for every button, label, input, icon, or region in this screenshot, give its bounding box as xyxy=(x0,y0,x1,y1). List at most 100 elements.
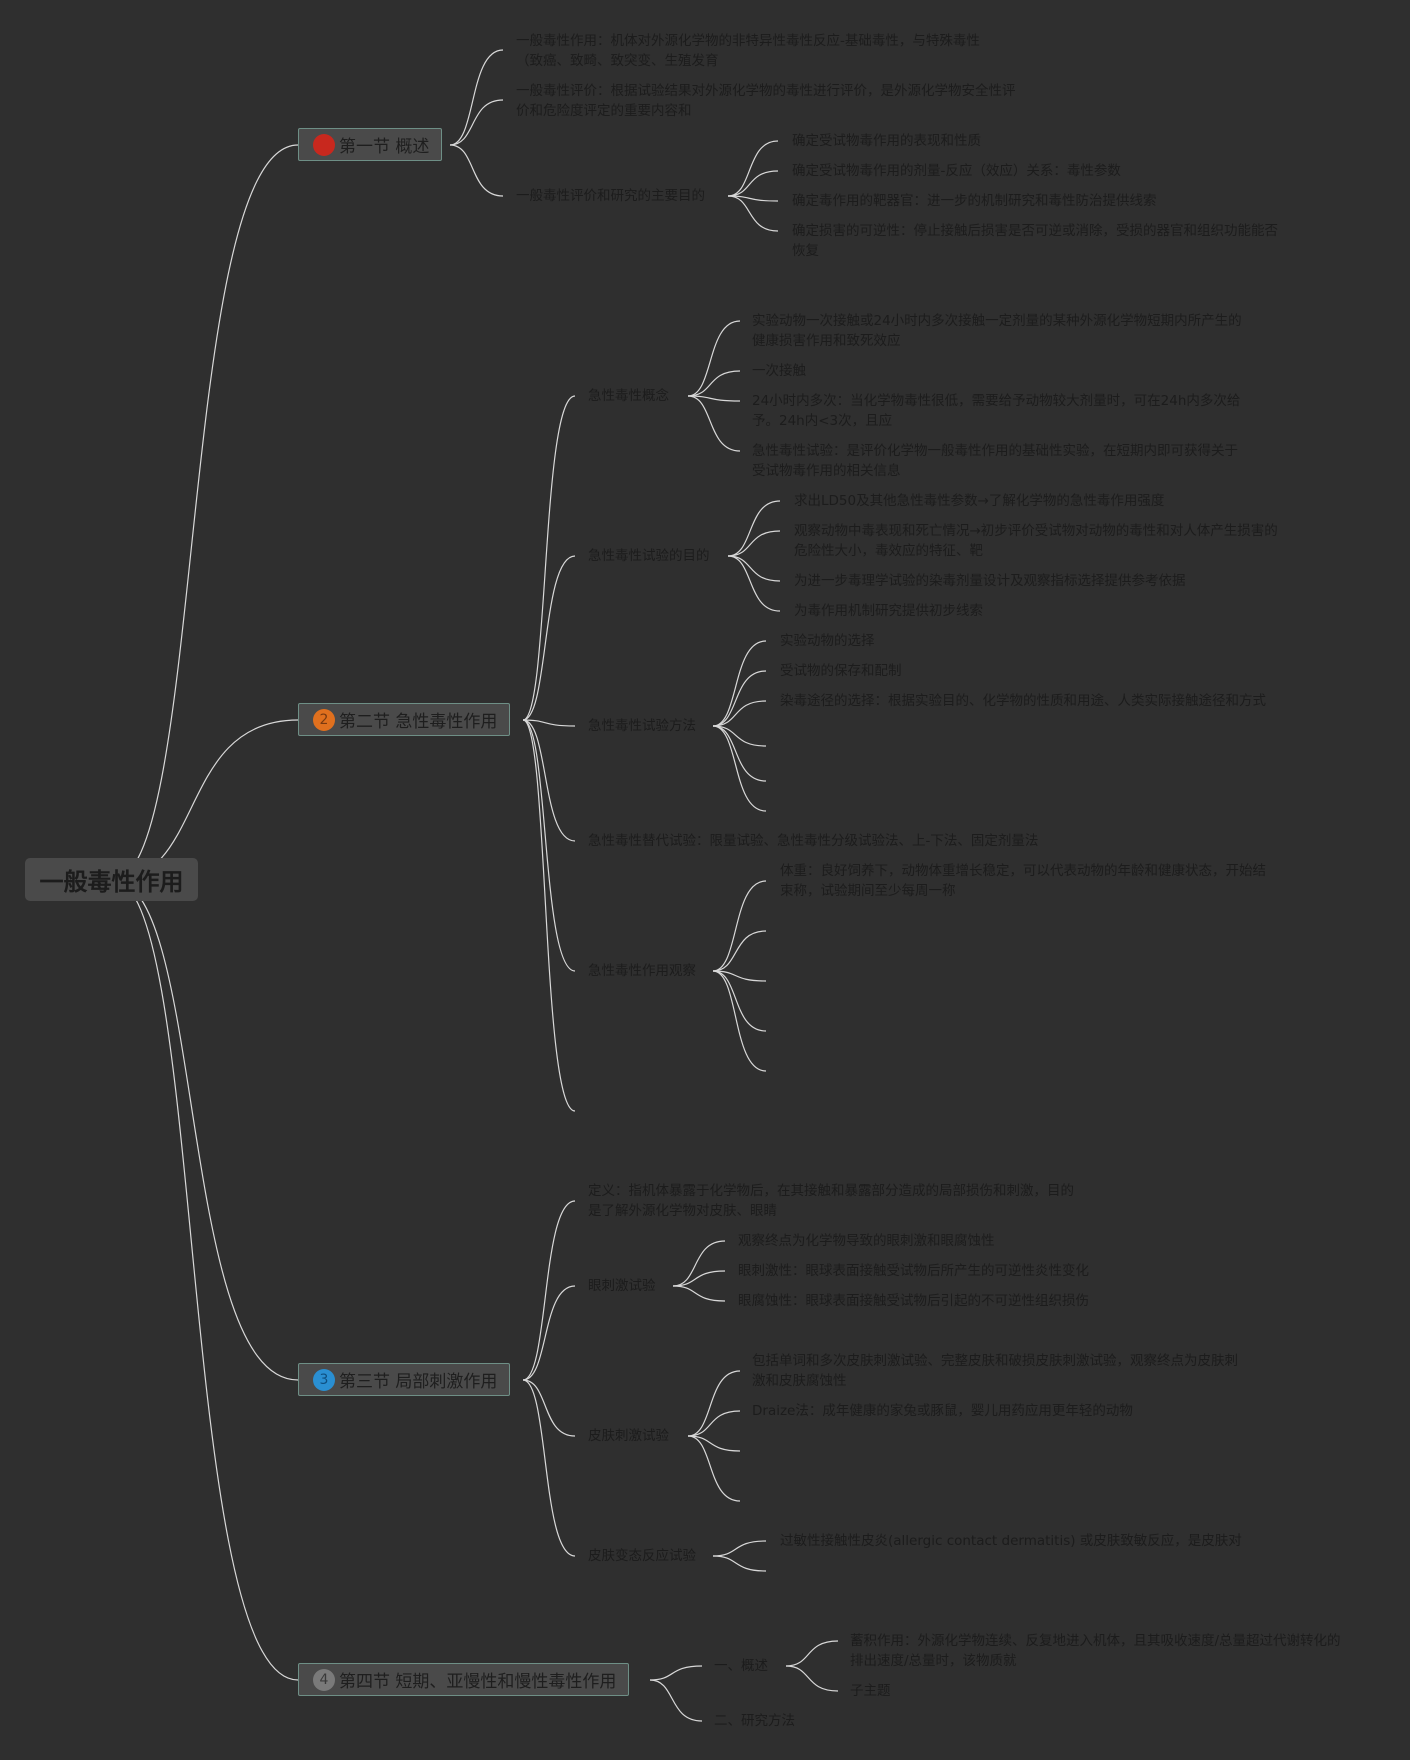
connector-line-12 xyxy=(522,395,576,721)
connector-line-23 xyxy=(727,530,781,557)
connector-line-33 xyxy=(712,930,767,972)
priority-badge-1: 1 xyxy=(313,133,335,156)
connector-line-15 xyxy=(522,719,576,842)
acute-concept-item-1[interactable]: 实验动物一次接触或24小时内多次接触一定剂量的某种外源化学物短期内所产生的健康损… xyxy=(752,313,1242,349)
section-title-4: 第四节 短期、亚慢性和慢性毒性作用 xyxy=(339,1672,617,1692)
connector-line-21 xyxy=(687,395,741,452)
connector-line-27 xyxy=(712,670,767,727)
connector-line-35 xyxy=(712,970,767,1032)
section-title-2: 第二节 急性毒性作用 xyxy=(339,712,498,732)
acute-observation-label[interactable]: 急性毒性作用观察 xyxy=(588,963,696,979)
connector-line-30 xyxy=(712,725,767,782)
acute-method-item-3[interactable]: 染毒途径的选择：根据实验目的、化学物的性质和用途、人类实际接触途径和方式 xyxy=(780,693,1266,709)
connector-line-11 xyxy=(727,195,779,232)
connector-line-32 xyxy=(712,880,767,972)
connector-line-14 xyxy=(522,719,576,727)
connector-line-38 xyxy=(522,1285,576,1381)
connector-line-4 xyxy=(112,879,299,1681)
chronic-methods-label[interactable]: 二、研究方法 xyxy=(714,1713,795,1729)
purpose-item-2[interactable]: 确定受试物毒作用的剂量-反应（效应）关系：毒性参数 xyxy=(792,163,1121,179)
skin-irritation-item-2[interactable]: Draize法：成年健康的家兔或豚鼠，婴儿用药应用更年轻的动物 xyxy=(752,1403,1133,1419)
connector-line-29 xyxy=(712,725,767,747)
connector-line-47 xyxy=(687,1435,741,1502)
section-node-4[interactable]: 4 第四节 短期、亚慢性和慢性毒性作用 xyxy=(298,1663,630,1696)
eye-irritation-item-2[interactable]: 眼刺激性：眼球表面接触受试物后所产生的可逆性炎性变化 xyxy=(738,1263,1089,1279)
acute-concept-item-3[interactable]: 24小时内多次：当化学物毒性很低，需要给予动物较大剂量时，可在24h内多次给予。… xyxy=(752,393,1241,429)
acute-concept-item-4[interactable]: 急性毒性试验：是评价化学物一般毒性作用的基础性实验，在短期内即可获得关于受试物毒… xyxy=(752,443,1238,479)
connector-line-42 xyxy=(672,1270,726,1287)
connector-line-45 xyxy=(687,1410,741,1437)
root-label: 一般毒性作用 xyxy=(39,868,184,896)
eye-irritation-item-3[interactable]: 眼腐蚀性：眼球表面接触受试物后引起的不可逆性组织损伤 xyxy=(738,1293,1089,1309)
eye-irritation-item-1[interactable]: 观察终点为化学物导致的眼刺激和眼腐蚀性 xyxy=(738,1233,995,1249)
acute-method-item-1[interactable]: 实验动物的选择 xyxy=(780,633,875,649)
connector-line-22 xyxy=(727,500,781,557)
purpose-item-3[interactable]: 确定毒作用的靶器官：进一步的机制研究和毒性防治提供线索 xyxy=(792,193,1157,209)
connector-line-6 xyxy=(449,99,504,146)
connector-line-44 xyxy=(687,1370,741,1437)
acute-observation-item-1[interactable]: 体重：良好饲养下，动物体重增长稳定，可以代表动物的年龄和健康状态，开始结束称，试… xyxy=(780,863,1266,899)
eye-irritation-label[interactable]: 眼刺激试验 xyxy=(588,1278,656,1294)
connector-line-9 xyxy=(727,170,779,197)
acute-concept-label[interactable]: 急性毒性概念 xyxy=(588,388,669,404)
topic-general-toxicity-evaluation[interactable]: 一般毒性评价：根据试验结果对外源化学物的毒性进行评价，是外源化学物安全性评价和危… xyxy=(516,83,1016,119)
connector-line-17 xyxy=(522,719,576,1112)
connector-line-40 xyxy=(522,1379,576,1557)
connector-line-36 xyxy=(712,970,767,1072)
connector-line-16 xyxy=(522,719,576,972)
connector-line-25 xyxy=(727,555,781,612)
root-node[interactable]: 一般毒性作用 xyxy=(25,858,198,901)
section-node-1[interactable]: 1 第一节 概述 xyxy=(298,128,443,161)
connector-line-3 xyxy=(112,879,299,1381)
skin-allergy-item-1[interactable]: 过敏性接触性皮炎(allergic contact dermatitis) 或皮… xyxy=(780,1533,1242,1549)
section-node-3[interactable]: 3 第三节 局部刺激作用 xyxy=(298,1363,511,1396)
section-title-1: 第一节 概述 xyxy=(339,137,430,157)
acute-concept-item-2[interactable]: 一次接触 xyxy=(752,363,806,379)
connector-line-26 xyxy=(712,640,767,727)
connector-line-37 xyxy=(522,1200,576,1381)
topic-main-purpose[interactable]: 一般毒性评价和研究的主要目的 xyxy=(516,188,705,204)
acute-method-item-2[interactable]: 受试物的保存和配制 xyxy=(780,663,902,679)
connector-line-8 xyxy=(727,140,779,197)
connector-line-43 xyxy=(672,1285,726,1302)
topic-general-toxicity[interactable]: 一般毒性作用：机体对外源化学物的非特异性毒性反应-基础毒性，与特殊毒性（致癌、致… xyxy=(516,33,980,69)
priority-badge-3: 3 xyxy=(313,1368,335,1391)
local-irritation-definition[interactable]: 定义：指机体暴露于化学物后，在其接触和暴露部分造成的局部损伤和刺激，目的是了解外… xyxy=(588,1183,1074,1219)
connector-line-41 xyxy=(672,1240,726,1287)
connector-line-52 xyxy=(785,1640,839,1667)
acute-method-label[interactable]: 急性毒性试验方法 xyxy=(588,718,696,734)
acute-purpose-item-2[interactable]: 观察动物中毒表现和死亡情况→初步评价受试物对动物的毒性和对人体产生损害的危险性大… xyxy=(794,523,1278,559)
connector-line-34 xyxy=(712,970,767,982)
acute-purpose-item-3[interactable]: 为进一步毒理学试验的染毒剂量设计及观察指标选择提供参考依据 xyxy=(794,573,1186,589)
connector-line-19 xyxy=(687,370,741,397)
connector-line-10 xyxy=(727,195,779,202)
chronic-overview-item-1[interactable]: 蓄积作用：外源化学物连续、反复地进入机体，且其吸收速度/总量超过代谢转化的排出速… xyxy=(850,1633,1341,1669)
chronic-overview-label[interactable]: 一、概述 xyxy=(714,1658,768,1674)
acute-purpose-item-1[interactable]: 求出LD50及其他急性毒性参数→了解化学物的急性毒作用强度 xyxy=(794,493,1165,509)
connector-line-28 xyxy=(712,700,767,727)
acute-alternative-test[interactable]: 急性毒性替代试验：限量试验、急性毒性分级试验法、上-下法、固定剂量法 xyxy=(588,833,1039,849)
connector-line-50 xyxy=(649,1665,703,1681)
connector-line-31 xyxy=(712,725,767,812)
section-node-2[interactable]: 2 第二节 急性毒性作用 xyxy=(298,703,511,736)
connector-line-18 xyxy=(687,320,741,397)
skin-irritation-item-1[interactable]: 包括单词和多次皮肤刺激试验、完整皮肤和破损皮肤刺激试验，观察终点为皮肤刺激和皮肤… xyxy=(752,1353,1238,1389)
chronic-overview-item-2[interactable]: 子主题 xyxy=(850,1683,891,1699)
skin-irritation-label[interactable]: 皮肤刺激试验 xyxy=(588,1428,669,1444)
connector-line-7 xyxy=(449,144,504,197)
connector-line-13 xyxy=(522,555,576,721)
skin-allergy-label[interactable]: 皮肤变态反应试验 xyxy=(588,1548,696,1564)
section-title-3: 第三节 局部刺激作用 xyxy=(339,1372,498,1392)
connector-line-48 xyxy=(712,1540,767,1557)
priority-badge-4: 4 xyxy=(313,1668,335,1691)
purpose-item-4[interactable]: 确定损害的可逆性：停止接触后损害是否可逆或消除，受损的器官和组织功能能否恢复 xyxy=(792,223,1278,259)
connector-line-20 xyxy=(687,395,741,402)
purpose-item-1[interactable]: 确定受试物毒作用的表现和性质 xyxy=(792,133,981,149)
acute-purpose-item-4[interactable]: 为毒作用机制研究提供初步线索 xyxy=(794,603,983,619)
connector-line-5 xyxy=(449,49,504,146)
connector-line-24 xyxy=(727,555,781,582)
connector-line-53 xyxy=(785,1665,839,1692)
connector-line-49 xyxy=(712,1555,767,1572)
acute-purpose-label[interactable]: 急性毒性试验的目的 xyxy=(588,548,710,564)
